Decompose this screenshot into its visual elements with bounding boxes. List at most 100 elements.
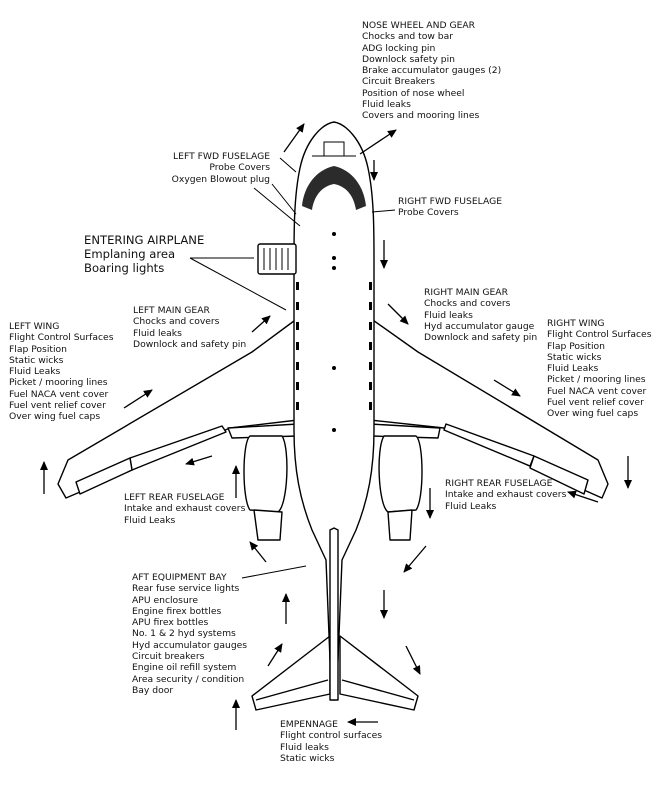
checklist-item: Downlock and safety pin (424, 332, 538, 344)
section-title: RIGHT WING (547, 318, 605, 329)
section-title: AFT EQUIPMENT BAY (132, 572, 227, 583)
checklist-item: Fluid leaks (362, 99, 411, 111)
left-engine (243, 435, 288, 513)
right-rear-fuselage-section: RIGHT REAR FUSELAGE Intake and exhaust c… (445, 478, 566, 512)
checklist-item: Intake and exhaust covers (124, 503, 246, 515)
section-title: LEFT WING (9, 321, 60, 332)
section-title: RIGHT REAR FUSELAGE (445, 478, 553, 489)
checklist-item: Brake accumulator gauges (2) (362, 65, 502, 77)
checklist-item: Flap Position (547, 340, 605, 352)
section-title: RIGHT MAIN GEAR (424, 287, 508, 298)
left-main-gear-section: LEFT MAIN GEAR Chocks and covers Fluid l… (133, 305, 246, 350)
arrow-icon (387, 303, 409, 325)
checklist-item: Fluid Leaks (547, 363, 599, 375)
arrow-icon (403, 545, 427, 573)
left-rear-fuselage-section: LEFT REAR FUSELAGE Intake and exhaust co… (124, 492, 245, 526)
right-engine (378, 435, 423, 513)
arrow-icon (249, 541, 267, 563)
checklist-item: Fluid leaks (133, 327, 182, 339)
arrow-icon (359, 129, 397, 155)
checklist-item: Downlock and safety pin (133, 338, 247, 350)
checklist-item: Fuel NACA vent cover (547, 385, 647, 397)
right-fwd-fuselage-section: RIGHT FWD FUSELAGE Probe Covers (398, 196, 502, 219)
checklist-item: Covers and mooring lines (362, 110, 480, 122)
checklist-item: Rear fuse service lights (132, 583, 240, 595)
checklist-item: Oxygen Blowout plug (171, 173, 270, 185)
checklist-item: Fluid Leaks (124, 514, 176, 526)
checklist-item: No. 1 & 2 hyd systems (132, 628, 236, 640)
checklist-item: Over wing fuel caps (547, 408, 639, 420)
checklist-item: Static wicks (547, 351, 602, 363)
checklist-item: Flight control surfaces (280, 730, 383, 742)
entry-door (257, 243, 297, 275)
checklist-item: Circuit breakers (132, 651, 205, 663)
empennage-section: EMPENNAGE Flight control surfaces Fluid … (280, 719, 382, 764)
left-stabilizer (251, 635, 331, 711)
checklist-item: Hyd accumulator gauges (132, 639, 248, 651)
section-title: LEFT MAIN GEAR (133, 305, 210, 316)
checklist-item: Fuel NACA vent cover (9, 388, 109, 400)
arrow-icon (283, 123, 305, 153)
arrow-icon (405, 645, 421, 675)
section-title: RIGHT FWD FUSELAGE (398, 196, 503, 207)
right-main-gear-section: RIGHT MAIN GEAR Chocks and covers Fluid … (424, 287, 537, 343)
aft-equipment-bay-section: AFT EQUIPMENT BAY Rear fuse service ligh… (132, 572, 247, 696)
checklist-item: Probe Covers (398, 207, 459, 219)
checklist-item: Probe Covers (209, 162, 270, 174)
arrow-icon (493, 379, 521, 397)
checklist-item: Engine firex bottles (132, 605, 222, 617)
arrow-icon (123, 389, 153, 409)
checklist-item: Flap Position (9, 343, 67, 355)
checklist-item: APU enclosure (132, 594, 199, 606)
checklist-item: Picket / mooring lines (9, 377, 108, 389)
right-wing (369, 317, 609, 499)
checklist-item: APU firex bottles (132, 617, 209, 629)
left-fwd-fuselage-section: LEFT FWD FUSELAGE Probe Covers Oxygen Bl… (168, 151, 270, 185)
arrow-icon (567, 490, 599, 503)
checklist-item: Fuel vent relief cover (9, 400, 106, 412)
checklist-item: Downlock safety pin (362, 53, 455, 65)
checklist-item: Emplaning area (84, 247, 176, 262)
leader-lines (189, 157, 396, 579)
checklist-item: Fluid leaks (424, 309, 473, 321)
entering-airplane-section: ENTERING AIRPLANE Emplaning area Boaring… (84, 233, 204, 276)
checklist-item: Chocks and covers (424, 298, 511, 310)
section-title: LEFT REAR FUSELAGE (124, 492, 225, 503)
left-wing (57, 317, 299, 499)
left-wing-section: LEFT WING Flight Control Surfaces Flap P… (9, 321, 114, 423)
checklist-item: Engine oil refill system (132, 662, 237, 674)
section-title: ENTERING AIRPLANE (84, 233, 205, 247)
checklist-item: Over wing fuel caps (9, 411, 101, 423)
section-title: EMPENNAGE (280, 719, 338, 730)
checklist-item: Flight Control Surfaces (9, 332, 114, 344)
section-title: LEFT FWD FUSELAGE (173, 151, 270, 162)
checklist-item: Chocks and tow bar (362, 31, 454, 43)
checklist-item: Fluid Leaks (445, 500, 497, 512)
checklist-item: Static wicks (9, 354, 64, 366)
checklist-item: Bay door (132, 684, 174, 696)
arrow-icon (267, 643, 283, 667)
checklist-item: Boaring lights (84, 261, 165, 276)
checklist-item: Area security / condition (132, 673, 245, 685)
checklist-item: Hyd accumulator gauge (424, 320, 535, 332)
checklist-item: ADG locking pin (362, 42, 436, 54)
checklist-item: Fuel vent relief cover (547, 397, 644, 409)
nose-wheel-section: NOSE WHEEL AND GEAR Chocks and tow bar A… (362, 20, 501, 122)
checklist-item: Intake and exhaust covers (445, 489, 567, 501)
right-wing-section: RIGHT WING Flight Control Surfaces Flap … (547, 318, 652, 420)
checklist-item: Chocks and covers (133, 316, 220, 328)
flow-arrows (40, 123, 632, 730)
checklist-item: Fluid Leaks (9, 366, 61, 378)
checklist-item: Position of nose wheel (362, 87, 465, 99)
section-title: NOSE WHEEL AND GEAR (362, 20, 476, 31)
arrow-icon (185, 455, 213, 466)
checklist-item: Picket / mooring lines (547, 374, 646, 386)
arrow-icon (251, 315, 271, 333)
fuselage-windows (296, 232, 372, 432)
checklist-item: Fluid leaks (280, 741, 329, 753)
checklist-item: Static wicks (280, 752, 335, 764)
windshield (302, 166, 366, 210)
checklist-item: Flight Control Surfaces (547, 329, 652, 341)
checklist-item: Circuit Breakers (362, 76, 435, 88)
